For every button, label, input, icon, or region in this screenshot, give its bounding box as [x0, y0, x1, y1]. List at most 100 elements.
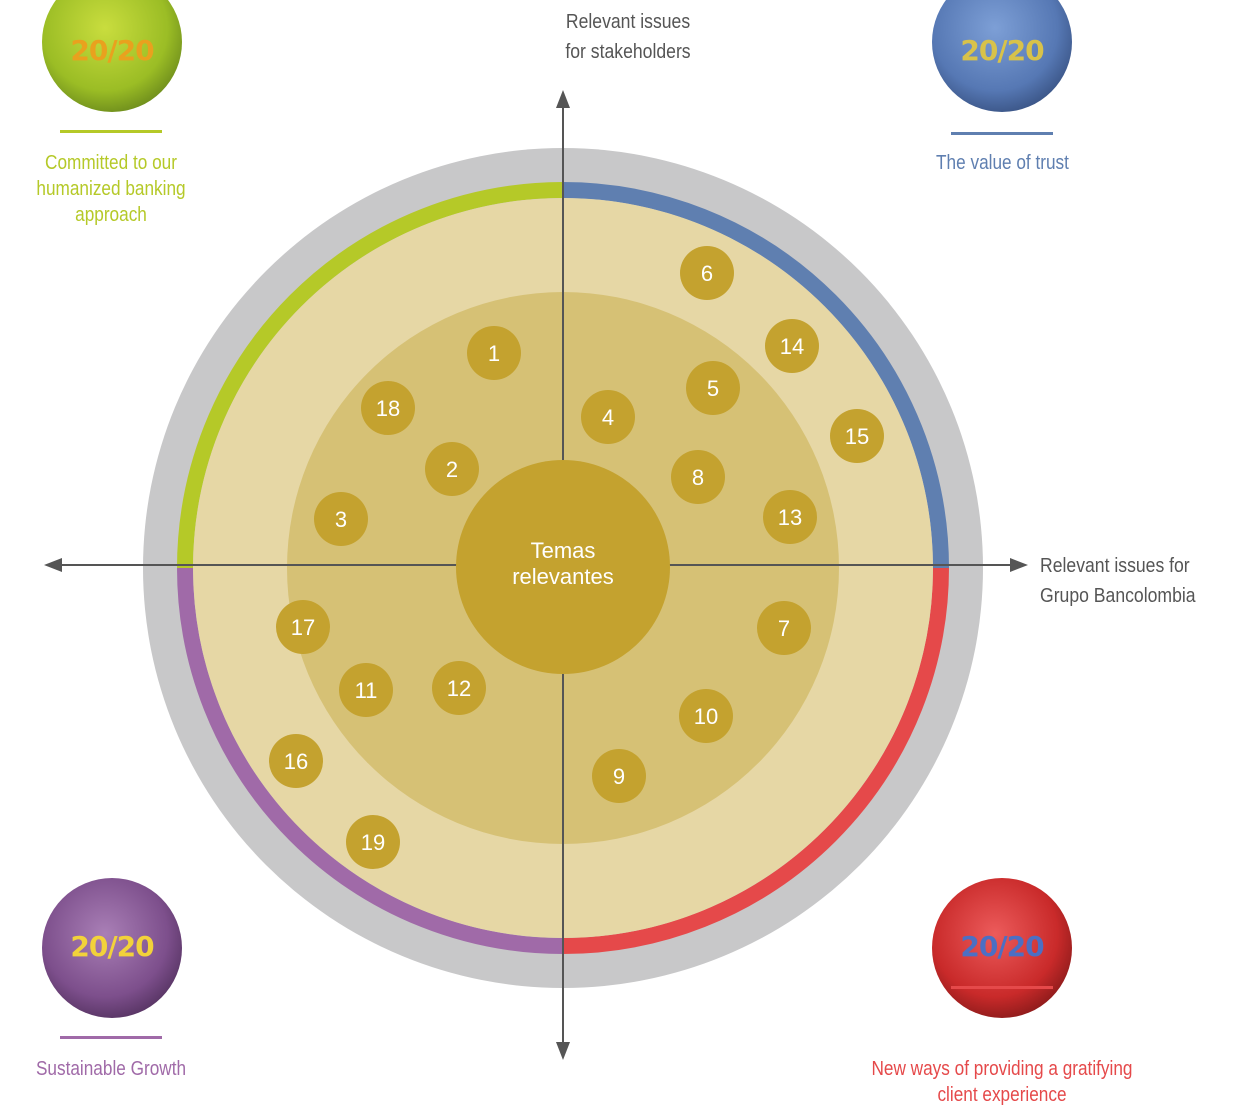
issue-marker-number: 15	[845, 424, 869, 449]
issue-marker-circle	[830, 409, 884, 463]
client-experience-badge-icon: 20/20	[932, 878, 1072, 1018]
issue-marker-3: 3	[314, 492, 368, 546]
horizontal-axis-label-line1: Relevant issues for	[1040, 555, 1190, 577]
client-experience-label: New ways of providing a gratifying clien…	[839, 1056, 1166, 1108]
arc-client-experience	[562, 567, 949, 954]
issue-marker-11: 11	[339, 663, 393, 717]
issue-marker-6: 6	[680, 246, 734, 300]
humanized-banking-label-line1: Committed to our	[45, 152, 177, 174]
issue-marker-number: 6	[701, 261, 713, 286]
value-of-trust-badge-icon: 20/20	[932, 0, 1072, 112]
issue-marker-16: 16	[269, 734, 323, 788]
vertical-axis-label: Relevant issues for stakeholders	[558, 7, 699, 67]
horizontal-axis-label-line2: Grupo Bancolombia	[1040, 585, 1196, 607]
humanized-banking-label: Committed to our humanized banking appro…	[16, 150, 207, 228]
issue-marker-number: 5	[707, 376, 719, 401]
horizontal-axis-label: Relevant issues for Grupo Bancolombia	[1040, 551, 1216, 611]
sustainable-growth-badge-icon: 20/20	[42, 878, 182, 1018]
issue-marker-number: 13	[778, 505, 802, 530]
vertical-axis-label-line2: for stakeholders	[565, 41, 691, 63]
sustainable-growth-label-line1: Sustainable Growth	[35, 1058, 187, 1080]
issue-marker-circle	[680, 246, 734, 300]
issue-marker-15: 15	[830, 409, 884, 463]
issue-marker-number: 16	[284, 749, 308, 774]
issue-marker-circle	[276, 600, 330, 654]
issue-marker-circle	[467, 326, 521, 380]
issue-marker-number: 2	[446, 457, 458, 482]
issue-marker-circle	[346, 815, 400, 869]
issue-marker-number: 14	[780, 334, 804, 359]
client-experience-rule	[951, 986, 1053, 989]
issue-marker-circle	[361, 381, 415, 435]
issue-marker-number: 9	[613, 764, 625, 789]
issue-marker-10: 10	[679, 689, 733, 743]
issue-marker-circle	[339, 663, 393, 717]
issue-marker-number: 8	[692, 465, 704, 490]
issue-marker-number: 7	[778, 616, 790, 641]
issue-marker-circle	[314, 492, 368, 546]
issue-marker-circle	[765, 319, 819, 373]
issue-marker-17: 17	[276, 600, 330, 654]
badge-text-humanized: 20/20	[70, 34, 154, 67]
issue-marker-8: 8	[671, 450, 725, 504]
humanized-banking-label-line2: humanized banking	[36, 178, 186, 200]
arc-sustainable-growth	[177, 567, 564, 954]
badge-text-trust: 20/20	[960, 34, 1044, 67]
issue-marker-circle	[269, 734, 323, 788]
issue-marker-1: 1	[467, 326, 521, 380]
issue-marker-circle	[592, 749, 646, 803]
sustainable-growth-rule	[60, 1036, 162, 1039]
badge-text-client: 20/20	[960, 930, 1044, 963]
value-of-trust-label-line1: The value of trust	[936, 152, 1069, 174]
issue-marker-circle	[432, 661, 486, 715]
issue-marker-18: 18	[361, 381, 415, 435]
client-experience-label-line1: New ways of providing a gratifying	[871, 1058, 1133, 1080]
issue-marker-circle	[671, 450, 725, 504]
arc-humanized-banking	[177, 182, 564, 569]
horizontal-axis-arrow-left	[44, 558, 62, 572]
issue-marker-14: 14	[765, 319, 819, 373]
vertical-axis-arrow-up	[556, 90, 570, 108]
sustainable-growth-label: Sustainable Growth	[16, 1056, 207, 1082]
issue-marker-circle	[581, 390, 635, 444]
issue-marker-19: 19	[346, 815, 400, 869]
issue-marker-number: 11	[355, 678, 378, 703]
horizontal-axis-arrow-right	[1010, 558, 1028, 572]
center-circle	[456, 460, 670, 674]
issue-marker-number: 17	[291, 615, 315, 640]
humanized-banking-rule	[60, 130, 162, 133]
issue-marker-circle	[679, 689, 733, 743]
arc-value-of-trust	[562, 182, 949, 569]
issue-marker-13: 13	[763, 490, 817, 544]
issue-marker-4: 4	[581, 390, 635, 444]
value-of-trust-rule	[951, 132, 1053, 135]
vertical-axis-label-line1: Relevant issues	[565, 11, 691, 33]
center-label-line1: Temas	[531, 538, 596, 563]
center-label-line2: relevantes	[512, 564, 614, 589]
issue-marker-number: 4	[602, 405, 614, 430]
issue-marker-12: 12	[432, 661, 486, 715]
issue-marker-5: 5	[686, 361, 740, 415]
client-experience-label-line2: client experience	[937, 1084, 1067, 1106]
issue-marker-number: 10	[694, 704, 718, 729]
issue-marker-number: 18	[376, 396, 400, 421]
value-of-trust-label: The value of trust	[897, 150, 1108, 176]
issue-marker-number: 1	[488, 341, 500, 366]
issue-marker-circle	[686, 361, 740, 415]
issue-marker-circle	[757, 601, 811, 655]
issue-marker-9: 9	[592, 749, 646, 803]
humanized-banking-label-line3: approach	[75, 204, 147, 226]
issue-marker-2: 2	[425, 442, 479, 496]
issue-marker-circle	[425, 442, 479, 496]
issue-marker-circle	[763, 490, 817, 544]
issue-marker-number: 12	[447, 676, 471, 701]
vertical-axis-arrow-down	[556, 1042, 570, 1060]
issue-marker-number: 19	[361, 830, 385, 855]
issue-marker-number: 3	[335, 507, 347, 532]
humanized-banking-badge-icon: 20/20	[42, 0, 182, 112]
issue-marker-7: 7	[757, 601, 811, 655]
badge-text-growth: 20/20	[70, 930, 154, 963]
